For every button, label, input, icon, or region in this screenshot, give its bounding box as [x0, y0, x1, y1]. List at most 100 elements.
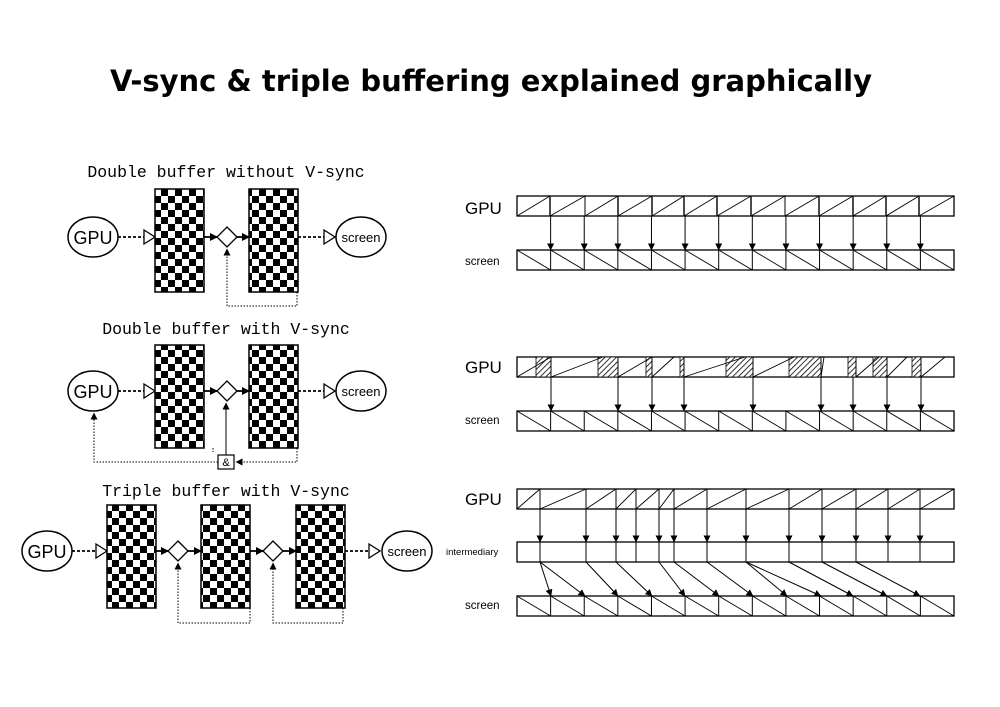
- gpu-bar: [516, 488, 955, 510]
- diagram-heading: Triple buffer with V-sync: [102, 482, 350, 501]
- frame-scan-diagonal: [617, 410, 652, 432]
- timeline-3: GPU intermediary screen: [446, 488, 955, 617]
- open-arrowhead: [323, 382, 337, 400]
- frame-scan-diagonal: [920, 249, 955, 271]
- frame-scan-diagonal: [785, 249, 820, 271]
- timeline-screen-label: screen: [465, 256, 500, 268]
- timeline-2: GPU screen: [465, 356, 955, 432]
- frame-render-diagonal: [516, 195, 551, 217]
- frame-render-diagonal: [651, 356, 675, 378]
- open-arrowhead: [95, 542, 109, 560]
- back-buffer: [154, 188, 205, 293]
- feedback-line: [269, 562, 344, 624]
- frame-render-diagonal: [788, 488, 823, 510]
- frame-render-diagonal: [516, 356, 552, 378]
- frame-render-diagonal: [821, 488, 857, 510]
- and-gate-label: &: [222, 457, 230, 469]
- timeline-1: GPU screen: [465, 195, 955, 271]
- frame-render-diagonal: [516, 488, 541, 510]
- gpu-bar: [516, 356, 955, 378]
- screen-label: screen: [387, 544, 426, 559]
- swap-switch-diamond: [216, 380, 238, 402]
- frame-arrow: [745, 561, 788, 597]
- back-buffer-1: [106, 504, 157, 609]
- bar-outline: [516, 195, 955, 217]
- frame-render-diagonal: [887, 488, 921, 510]
- frame-scan-diagonal: [752, 410, 787, 432]
- frame-scan-diagonal: [852, 410, 887, 432]
- front-buffer: [248, 188, 299, 293]
- frame-scan-diagonal: [651, 410, 686, 432]
- frame-scan-diagonal: [718, 410, 753, 432]
- frame-scan-diagonal: [617, 249, 652, 271]
- frame-arrow: [673, 561, 720, 597]
- frame-scan-diagonal: [617, 595, 652, 617]
- open-arrowhead: [323, 228, 337, 246]
- feedback-line: [174, 562, 251, 624]
- frame-scan-diagonal: [584, 595, 619, 617]
- frame-scan-diagonal: [920, 595, 955, 617]
- frame-render-diagonal: [752, 356, 795, 378]
- frame-scan-diagonal: [550, 249, 585, 271]
- frame-scan-diagonal: [651, 249, 686, 271]
- timeline-gpu-label: GPU: [465, 199, 502, 218]
- timeline-screen-label: screen: [465, 415, 500, 427]
- timeline-screen-label: screen: [465, 600, 500, 612]
- frame-render-diagonal: [852, 195, 887, 217]
- idle-wait-hatch: [788, 356, 822, 378]
- screen-node: [381, 530, 433, 572]
- diagram-triple-vsync: Triple buffer with V-sync GPU screen: [21, 482, 433, 624]
- feedback-line: [223, 248, 298, 307]
- page-title: V-sync & triple buffering explained grap…: [110, 64, 872, 98]
- open-arrowhead: [143, 382, 157, 400]
- frame-scan-diagonal: [584, 249, 619, 271]
- frame-scan-diagonal: [684, 410, 719, 432]
- frame-render-diagonal: [617, 356, 653, 378]
- swap-switch-diamond: [262, 540, 284, 562]
- frame-scan-diagonal: [819, 249, 854, 271]
- feedback-line: [90, 412, 218, 463]
- frame-render-diagonal: [635, 488, 660, 510]
- idle-wait-hatch: [911, 356, 922, 378]
- frame-scan-diagonal: [752, 595, 787, 617]
- screen-bar: [516, 249, 955, 271]
- frame-scan-diagonal: [651, 595, 686, 617]
- frame-scan-diagonal: [886, 595, 921, 617]
- timeline-intermediary-label: intermediary: [446, 547, 499, 558]
- idle-wait-hatch: [679, 356, 685, 378]
- diagram-double-no-vsync: Double buffer without V-sync GPU screen: [67, 163, 387, 307]
- frame-scan-diagonal: [550, 595, 585, 617]
- frame-render-diagonal: [617, 195, 653, 217]
- front-buffer: [248, 344, 299, 449]
- frame-scan-diagonal: [584, 410, 619, 432]
- frame-scan-diagonal: [752, 249, 787, 271]
- screen-node: [335, 216, 387, 258]
- frame-scan-diagonal: [550, 410, 585, 432]
- frame-render-diagonal: [550, 356, 604, 378]
- screen-bar: [516, 410, 955, 432]
- back-buffer-2: [200, 504, 251, 609]
- frame-arrow: [855, 561, 921, 597]
- frame-arrows: [547, 216, 924, 251]
- swap-switch-diamond: [167, 540, 189, 562]
- frame-scan-diagonal: [886, 249, 921, 271]
- frame-render-diagonal: [615, 488, 637, 510]
- frame-arrow: [821, 561, 888, 597]
- frame-render-diagonal: [919, 488, 955, 510]
- idle-wait-hatch: [847, 356, 857, 378]
- frame-arrows: [547, 377, 925, 412]
- frame-render-diagonal: [651, 195, 685, 217]
- frame-scan-diagonal: [718, 595, 753, 617]
- bar-outline: [516, 541, 955, 563]
- frame-render-diagonal: [584, 195, 619, 217]
- frame-arrow: [788, 561, 854, 597]
- frame-render-diagonal: [855, 356, 880, 378]
- frame-render-diagonal: [885, 195, 920, 217]
- frame-render-diagonal: [818, 195, 854, 217]
- screen-label: screen: [341, 230, 380, 245]
- screen-node: [335, 370, 387, 412]
- swap-switch-diamond: [216, 226, 238, 248]
- back-buffer: [154, 344, 205, 449]
- frame-render-diagonal: [549, 195, 586, 217]
- frame-scan-diagonal: [852, 595, 887, 617]
